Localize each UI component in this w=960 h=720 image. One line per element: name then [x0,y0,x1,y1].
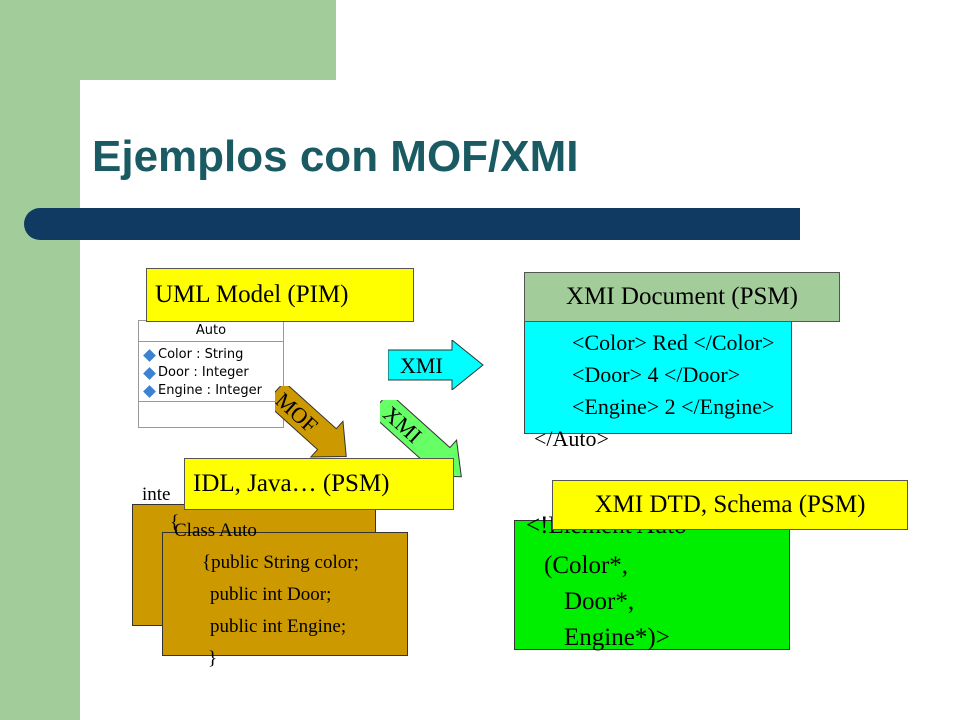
top-background-band [0,0,336,80]
attribute-text: Engine : Integer [158,383,262,398]
left-background-band [0,0,80,720]
uml-class-diagram: Auto Color : String Door : Integer Engin… [138,320,284,428]
attribute-text: Door : Integer [158,365,249,380]
dtd-line: Engine*)> [564,624,670,651]
uml-attribute: Color : String [143,346,283,364]
dtd-line: Door*, [564,588,635,615]
uml-model-label: UML Model (PIM) [146,268,414,322]
attribute-text: Color : String [158,347,244,362]
dtd-line: (Color*, [544,552,629,579]
attribute-icon [143,384,156,398]
uml-attributes: Color : String Door : Integer Engine : I… [139,342,283,402]
xmi-document-label: XMI Document (PSM) [524,272,840,322]
code-line: {public String color; [202,552,359,573]
xmi-dtd-label: XMI DTD, Schema (PSM) [552,480,908,530]
attribute-icon [143,348,156,362]
idl-java-label: IDL, Java… (PSM) [184,458,454,510]
code-line: Class Auto [174,520,257,541]
xmi-doc-line: <Engine> 2 </Engine> [572,394,775,419]
attribute-icon [143,366,156,380]
dtd-box [514,520,790,650]
arrow-label: XMI [400,353,443,378]
xmi-doc-line: <Color> Red </Color> [572,330,775,355]
uml-attribute: Door : Integer [143,364,283,382]
code-brace: { [170,512,180,533]
mof-arrow-down: MOF [275,386,347,458]
code-line: } [208,648,218,669]
code-partial-text: inte [142,484,171,505]
code-line: public int Door; [210,584,332,605]
code-box-front [162,532,408,656]
uml-attribute: Engine : Integer [143,382,283,400]
code-line: public int Engine; [210,616,347,637]
xmi-arrow-right: XMI [388,340,484,390]
arrow-shape [275,386,347,458]
title-underline-bar [24,208,800,240]
slide-title: Ejemplos con MOF/XMI [92,132,579,181]
uml-class-name: Auto [139,321,283,342]
xmi-document-box [524,320,792,434]
arrow-shape [388,340,484,390]
xmi-doc-line: </Auto> [534,426,609,451]
xmi-doc-line: <Door> 4 </Door> [572,362,741,387]
